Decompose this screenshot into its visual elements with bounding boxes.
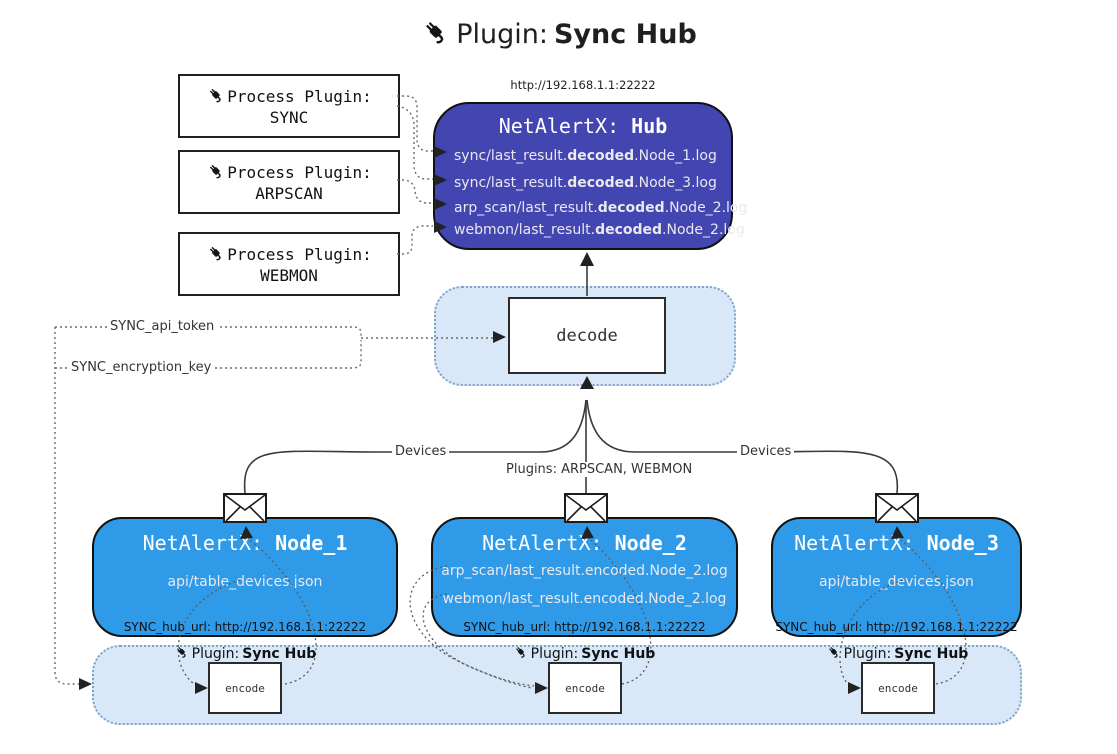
- arrowhead: [79, 678, 92, 690]
- node-file: arp_scan/last_result.encoded.Node_2.log: [441, 563, 728, 579]
- plug-icon: [513, 644, 528, 663]
- hub-title: NetAlertX: Hub: [435, 114, 731, 138]
- node-title: NetAlertX: Node_1: [142, 531, 348, 555]
- page-title-name: Sync Hub: [553, 19, 697, 50]
- node-hub-url: SYNC_hub_url: http://192.168.1.1:22222: [463, 620, 706, 634]
- page-title: Plugin: Sync Hub: [0, 16, 1117, 53]
- arpscan-to-hub-line: [397, 179, 433, 204]
- hub-log-entry: arp_scan/last_result.decoded.Node_2.log: [454, 200, 748, 216]
- hub-title-name: Hub: [631, 114, 668, 138]
- process-plugin-label: Process Plugin:: [227, 87, 372, 106]
- hub-log-entry: sync/last_result.decoded.Node_1.log: [454, 148, 717, 164]
- plug-icon: [174, 644, 189, 663]
- hub-log-entry: webmon/last_result.decoded.Node_2.log: [454, 222, 745, 238]
- node-box-node-1: NetAlertX: Node_1 api/table_devices.json…: [92, 517, 398, 637]
- decode-box: decode: [508, 297, 666, 374]
- plug-icon: [826, 644, 841, 663]
- sync-to-hub-line-2: [396, 105, 433, 180]
- hub-title-prefix: NetAlertX:: [498, 114, 620, 138]
- envelope-icon: [223, 493, 267, 523]
- encode-box: encode: [861, 662, 935, 714]
- process-plugin-box-sync: Process Plugin: SYNC: [178, 74, 400, 138]
- process-plugin-name: ARPSCAN: [255, 184, 323, 203]
- node-file: api/table_devices.json: [819, 574, 974, 590]
- sync-encryption-key-label: SYNC_encryption_key: [68, 360, 215, 375]
- node-title: NetAlertX: Node_2: [482, 531, 687, 555]
- hub-box: NetAlertX: Hub sync/last_result.decoded.…: [433, 102, 747, 250]
- plug-icon: [206, 161, 225, 184]
- edge-label-devices-right: Devices: [737, 444, 795, 459]
- process-plugin-label: Process Plugin:: [227, 163, 372, 182]
- encode-plugin-label: Plugin:Sync Hub: [494, 644, 674, 663]
- plug-icon: [206, 85, 225, 108]
- node-hub-url: SYNC_hub_url: http://192.168.1.1:22222: [123, 620, 367, 634]
- envelope-icon: [564, 493, 608, 523]
- encode-box: encode: [548, 662, 622, 714]
- node-file: webmon/last_result.encoded.Node_2.log: [442, 591, 727, 607]
- process-plugin-name: WEBMON: [260, 266, 318, 285]
- arrowhead: [580, 252, 594, 266]
- encode-box: encode: [208, 662, 282, 714]
- process-plugin-label: Process Plugin:: [227, 245, 372, 264]
- envelope-icon: [875, 493, 919, 523]
- node-box-node-3: NetAlertX: Node_3 api/table_devices.json…: [771, 517, 1022, 637]
- node-title: NetAlertX: Node_3: [794, 531, 999, 555]
- process-plugin-box-arpscan: Process Plugin: ARPSCAN: [178, 150, 400, 214]
- page-title-prefix: Plugin:: [456, 19, 548, 50]
- edge-label-plugins: Plugins: ARPSCAN, WEBMON: [503, 462, 696, 477]
- process-plugin-name: SYNC: [269, 108, 309, 127]
- sync-api-token-label: SYNC_api_token: [107, 319, 218, 334]
- plug-icon: [206, 243, 225, 266]
- node-box-node-2: NetAlertX: Node_2 arp_scan/last_result.e…: [431, 517, 738, 637]
- sync-to-hub-line-1: [397, 95, 433, 152]
- hub-url: http://192.168.1.1:22222: [510, 78, 656, 92]
- plug-icon: [420, 16, 450, 53]
- encode-plugin-label: Plugin:Sync Hub: [155, 644, 335, 663]
- edge-label-devices-left: Devices: [392, 444, 450, 459]
- encode-plugin-label: Plugin:Sync Hub: [807, 644, 987, 663]
- node-file: api/table_devices.json: [167, 574, 323, 590]
- node-hub-url: SYNC_hub_url: http://192.168.1.1:22222: [775, 620, 1018, 634]
- hub-log-entry: sync/last_result.decoded.Node_3.log: [454, 175, 717, 191]
- webmon-to-hub-line: [397, 225, 433, 255]
- process-plugin-box-webmon: Process Plugin: WEBMON: [178, 232, 400, 296]
- config-vertical-line: [54, 327, 80, 685]
